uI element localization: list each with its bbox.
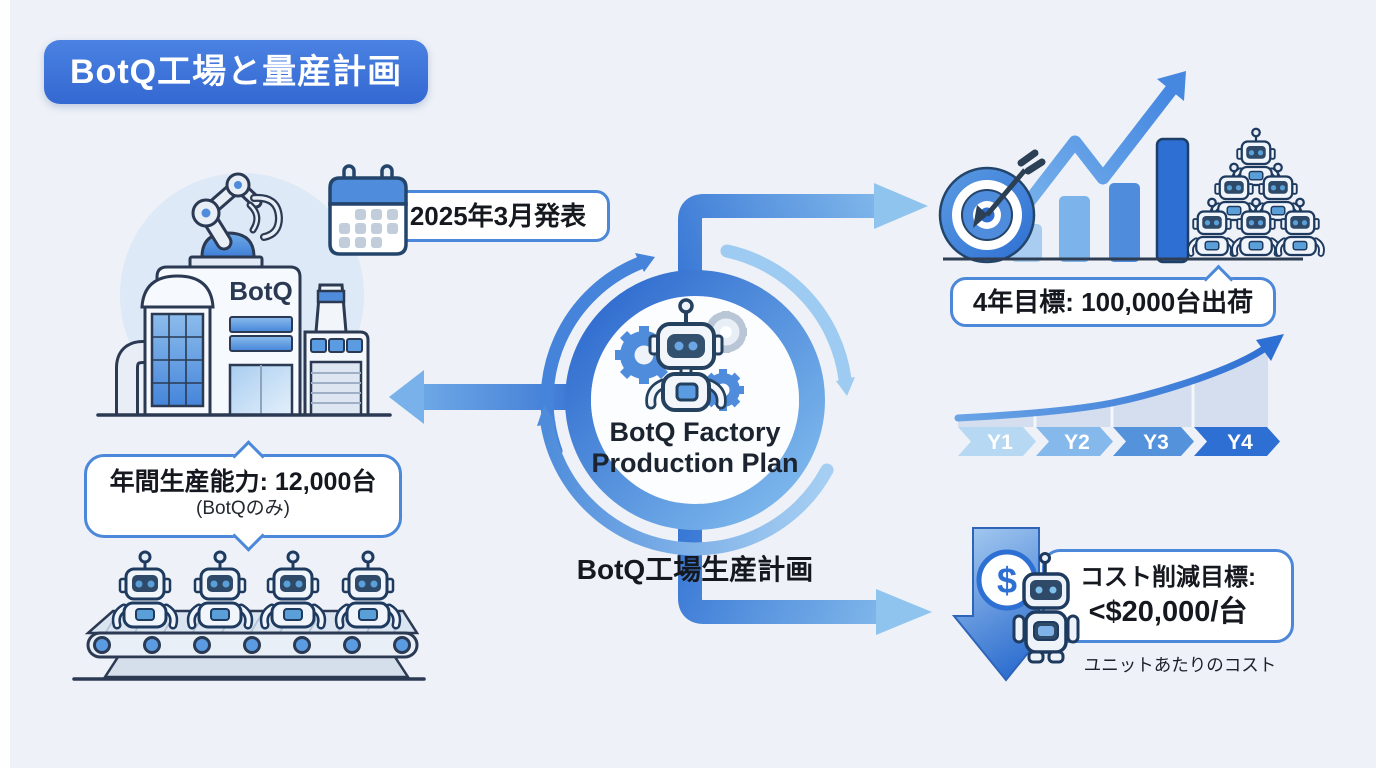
left-margin-decor xyxy=(0,0,10,768)
arrow-hub-to-cost xyxy=(678,498,932,635)
robot-gears-icon xyxy=(615,298,747,412)
growth-area xyxy=(958,346,1268,427)
shipment-goal-bubble: 4年目標: 100,000台出荷 xyxy=(950,277,1276,327)
timeline-chevrons: Y1 Y2 Y3 Y4 xyxy=(958,427,1280,456)
cost-reduction-icon: $ xyxy=(951,527,1080,682)
timeline-label-y3: Y3 xyxy=(1143,431,1169,454)
cost-robot-icon xyxy=(1012,552,1080,664)
factory-name-label: BotQ xyxy=(229,276,293,306)
chimney-icon xyxy=(314,283,348,334)
timeline-label-y4: Y4 xyxy=(1227,431,1253,454)
shipment-illustration xyxy=(938,71,1317,264)
right-building xyxy=(303,330,370,417)
hub-title-line1: BotQ Factory xyxy=(609,417,781,447)
robot-arm-icon xyxy=(191,172,284,259)
target-icon xyxy=(938,149,1046,264)
dollar-coin-icon: $ xyxy=(976,549,1038,611)
hub-title-line2: Production Plan xyxy=(591,448,799,478)
conveyor-robots-icon xyxy=(72,546,426,681)
tower-building xyxy=(140,274,215,417)
arrow-hub-to-factory xyxy=(389,370,582,424)
hub-ring xyxy=(565,270,825,530)
dollar-sign: $ xyxy=(997,560,1017,601)
capacity-note: (BotQのみ) xyxy=(196,498,290,519)
announcement-text: 2025年3月発表 xyxy=(409,201,587,231)
cycle-arrows xyxy=(537,244,855,556)
hub-caption: BotQ工場生産計画 xyxy=(576,554,814,585)
arrow-hub-to-shipment xyxy=(678,183,928,302)
cost-goal-value: <$20,000/台 xyxy=(1088,596,1248,628)
cost-caption: ユニットあたりのコスト xyxy=(1083,655,1277,675)
timeline-label-y1: Y1 xyxy=(987,431,1013,454)
building-front: BotQ xyxy=(228,276,294,417)
announcement-bubble: 2025年3月発表 xyxy=(386,190,610,242)
timeline-label-y2: Y2 xyxy=(1064,431,1090,454)
cost-bubble: コスト削減目標: <$20,000/台 xyxy=(1042,549,1294,643)
hub-title: BotQ Factory Production Plan xyxy=(575,417,815,479)
pipe-icon xyxy=(115,340,150,415)
calendar-icon xyxy=(328,164,408,256)
growth-curve-arrow xyxy=(954,334,1284,422)
growth-zigzag-arrow xyxy=(1000,71,1186,237)
title-badge: BotQ工場と量産計画 xyxy=(44,40,429,104)
capacity-bubble: 年間生産能力: 12,000台 (BotQのみ) xyxy=(84,454,402,538)
robot-pyramid-icon xyxy=(1190,129,1321,255)
factory-icon: BotQ xyxy=(96,172,392,417)
cost-goal-label: コスト削減目標: xyxy=(1080,564,1256,591)
page-title: BotQ工場と量産計画 xyxy=(70,53,403,91)
hub-cycle xyxy=(537,244,855,556)
shipment-goal-text: 4年目標: 100,000台出荷 xyxy=(972,287,1254,317)
timeline-chart: Y1 Y2 Y3 Y4 xyxy=(954,334,1284,456)
capacity-value: 年間生産能力: 12,000台 xyxy=(109,468,377,496)
